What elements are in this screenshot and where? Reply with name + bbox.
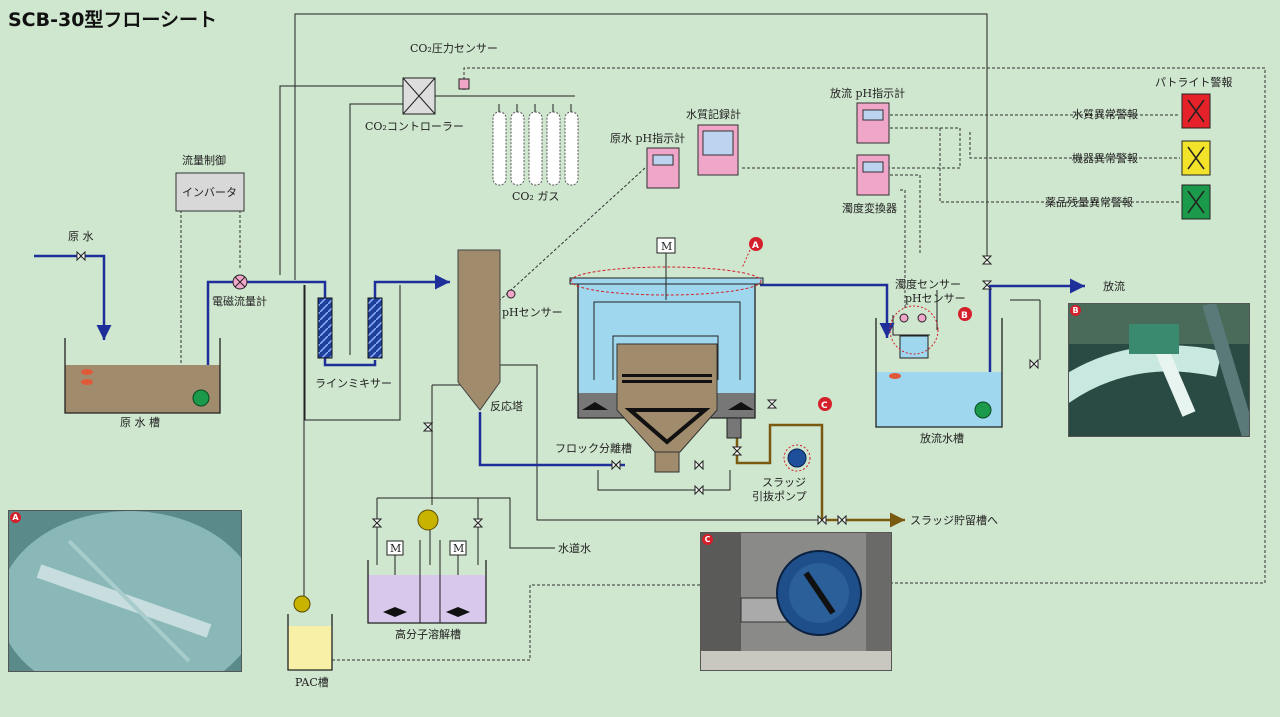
inverter-label: インバータ xyxy=(182,186,237,199)
floc-separator-label: フロック分離槽 xyxy=(555,441,632,455)
separator-motor xyxy=(656,237,676,254)
co2-pressure-sensor xyxy=(458,78,470,90)
photo-a-tank-view xyxy=(8,510,242,672)
raw-water-label: 原 水 xyxy=(68,230,94,243)
co2-controller-label: CO₂コントローラー xyxy=(365,120,464,133)
patlite-alarm-label: パトライト警報 xyxy=(1155,75,1232,89)
photo-c-badge: C xyxy=(702,534,713,545)
photo-a-image xyxy=(9,511,241,671)
pac-pump xyxy=(293,595,311,613)
polymer-tank xyxy=(367,540,487,624)
raw-water-tank-label: 原 水 槽 xyxy=(120,416,160,429)
line-mixer-label: ラインミキサー xyxy=(315,377,392,390)
photo-c-image xyxy=(701,533,891,670)
raw-water-tank xyxy=(64,338,221,414)
signal-lines xyxy=(180,67,1266,661)
turbidity-converter xyxy=(856,154,890,196)
pac-tank-label: PAC槽 xyxy=(295,676,329,689)
co2-gas-cylinders xyxy=(492,111,579,186)
turbidity-converter-label: 濁度変換器 xyxy=(842,201,897,215)
water-quality-alarm-label: 水質異常警報 xyxy=(1072,107,1138,121)
polymer-tank-label: 高分子溶解槽 xyxy=(395,627,461,641)
discharge-tank-label: 放流水槽 xyxy=(920,431,964,445)
discharge-pump xyxy=(974,401,992,419)
sludge-pump-label-2: 引抜ポンプ xyxy=(752,489,807,503)
ph-sensor xyxy=(506,289,516,299)
valves xyxy=(76,250,1039,528)
raw-water-pump xyxy=(192,389,210,407)
line-mixer-2 xyxy=(367,297,383,359)
separator-motor-label: M xyxy=(661,240,672,253)
photo-b-discharge xyxy=(1068,303,1250,437)
photo-b-badge: B xyxy=(1070,305,1081,316)
control-lines xyxy=(279,13,1041,600)
reaction-tower xyxy=(457,249,501,411)
raw-water-level-sensor-2 xyxy=(81,379,93,385)
chemical-alarm-label: 薬品残量異常警報 xyxy=(1045,195,1133,209)
polymer-pump xyxy=(417,509,439,531)
line-mixer-1 xyxy=(317,297,333,359)
discharge-level-sensor xyxy=(889,373,901,379)
discharge-tank-fill xyxy=(876,372,1002,427)
alarm-yellow-icon xyxy=(1181,140,1211,176)
discharge-ph-indicator xyxy=(856,102,890,144)
polymer-motor-1 xyxy=(386,540,404,556)
marker-b xyxy=(958,307,972,321)
flow-control-label: 流量制御 xyxy=(182,153,226,167)
polymer-motor-2-label: M xyxy=(453,542,464,555)
ph-sensor-2-label: pHセンサー xyxy=(905,292,966,305)
polymer-motor-1-label: M xyxy=(390,542,401,555)
inverter-box xyxy=(175,172,245,212)
turbidity-sensor xyxy=(899,313,909,323)
discharge-ph-indicator-label: 放流 pH指示計 xyxy=(830,86,905,100)
sludge-pipes xyxy=(735,423,905,528)
pac-tank xyxy=(287,614,333,671)
discharge-ph-sensor xyxy=(917,313,927,323)
pac-tank-fill xyxy=(288,626,332,670)
raw-ph-indicator xyxy=(646,147,680,189)
sludge-pump-highlight xyxy=(783,444,811,472)
sludge-storage-label: スラッジ貯留槽へ xyxy=(910,514,998,527)
marker-c xyxy=(818,397,832,411)
equipment-alarm-label: 機器異常警報 xyxy=(1072,151,1138,165)
water-pipes xyxy=(34,254,1085,467)
reaction-tower-label: 反応塔 xyxy=(490,399,523,413)
co2-pressure-sensor-label: CO₂圧力センサー xyxy=(410,42,498,55)
raw-ph-indicator-label: 原水 pH指示計 xyxy=(610,131,685,145)
sludge-pump xyxy=(787,448,807,468)
raw-water-level-sensor xyxy=(81,369,93,375)
sensor-box xyxy=(899,335,929,359)
em-flowmeter-label: 電磁流量計 xyxy=(212,294,267,308)
marker-c-label: C xyxy=(821,401,828,411)
marker-b-label: B xyxy=(961,311,968,321)
tap-water-label: 水道水 xyxy=(558,541,591,555)
photo-a-badge: A xyxy=(10,512,21,523)
page-title: SCB-30型フローシート xyxy=(8,8,217,31)
marker-a xyxy=(749,237,763,251)
discharge-tank xyxy=(875,318,1003,428)
turbidity-sensor-label: 濁度センサー xyxy=(895,277,961,291)
photo-b-image xyxy=(1069,304,1249,436)
alarm-green-icon xyxy=(1181,184,1211,220)
co2-gas-label: CO₂ ガス xyxy=(512,190,559,203)
sludge-pump-label-1: スラッジ xyxy=(762,476,806,489)
water-quality-recorder-label: 水質記録計 xyxy=(686,107,741,121)
floc-separator xyxy=(569,253,764,473)
polymer-motor-2 xyxy=(449,540,467,556)
ph-sensor-label: pHセンサー xyxy=(502,306,563,319)
photo-c-sludge-pump xyxy=(700,532,892,671)
alarm-red-icon xyxy=(1181,93,1211,129)
discharge-label: 放流 xyxy=(1103,279,1125,293)
marker-a-label: A xyxy=(752,241,759,251)
